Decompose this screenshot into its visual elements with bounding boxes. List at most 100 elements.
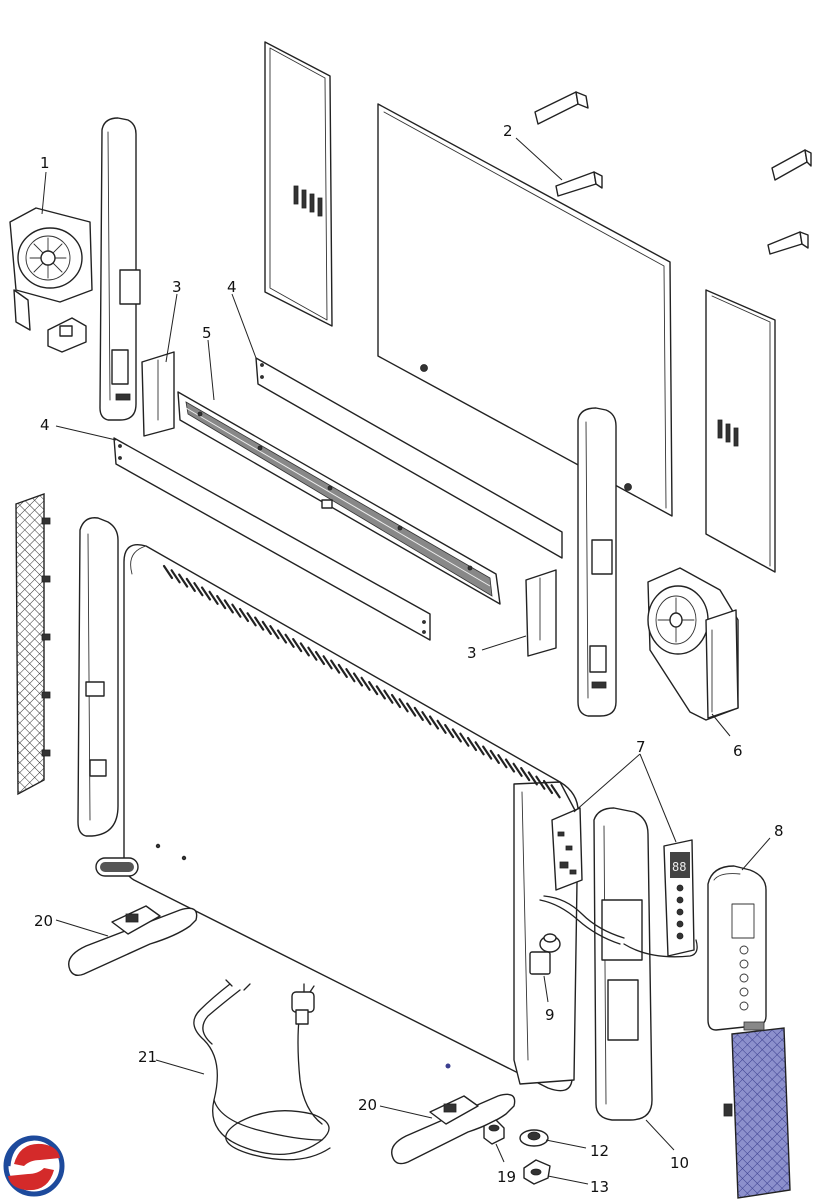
vent-slot <box>413 706 424 722</box>
callout-10: 10 <box>670 1154 689 1172</box>
callout-19: 19 <box>497 1168 516 1186</box>
vent-slot <box>535 775 546 790</box>
callout-2: 2 <box>503 122 513 140</box>
vent-slot <box>254 616 265 631</box>
vent-slot <box>223 599 234 614</box>
vent-slot <box>276 629 288 644</box>
vent-slot <box>246 612 257 627</box>
vent-slot <box>178 573 189 588</box>
vent-slot <box>322 655 333 670</box>
callout-5: 5 <box>202 324 212 342</box>
leader-lines <box>41 137 771 1185</box>
reflector-plate-4-rear <box>255 357 563 559</box>
vent-slot <box>216 594 227 610</box>
vent-slot <box>368 680 379 696</box>
fastener-19 <box>483 1119 505 1145</box>
plug <box>291 983 315 1025</box>
vent-slot <box>261 620 272 636</box>
wiring-harness <box>539 895 698 958</box>
fan-assembly-left <box>9 207 93 353</box>
callout-8: 8 <box>774 822 784 840</box>
vent-slot <box>444 723 455 739</box>
vent-slot <box>451 728 462 743</box>
top-vent-slots <box>162 564 561 799</box>
vent-slot <box>497 754 508 769</box>
vent-slot <box>330 659 341 674</box>
power-cord <box>193 979 331 1161</box>
front-grille-left <box>15 493 51 796</box>
callout-4b: 4 <box>40 416 50 434</box>
vent-slot <box>459 732 470 747</box>
vent-slot <box>504 758 516 773</box>
vent-slot <box>436 719 447 734</box>
vent-slot <box>489 749 500 765</box>
rear-side-panel-right <box>705 289 776 573</box>
vent-slot <box>193 582 204 597</box>
callout-3b: 3 <box>467 644 477 662</box>
wall-brackets <box>534 91 812 255</box>
foot-left <box>68 905 198 977</box>
vent-slot <box>314 650 326 666</box>
rear-side-panel-left <box>264 41 333 327</box>
manufacturer-logo-icon <box>3 1135 65 1197</box>
end-cap-left-rear <box>99 117 141 421</box>
vent-slot <box>238 607 250 623</box>
callout-7: 7 <box>636 738 646 756</box>
vent-slot <box>428 715 440 730</box>
callout-20b: 20 <box>358 1096 377 1114</box>
motor-connector <box>47 317 87 353</box>
insulation-plate-3a <box>141 351 175 437</box>
callout-3a: 3 <box>172 278 182 296</box>
callout-13: 13 <box>590 1178 609 1196</box>
callout-21: 21 <box>138 1048 157 1066</box>
vent-slots <box>293 185 323 217</box>
callout-6: 6 <box>733 742 743 760</box>
vent-slot <box>208 590 219 605</box>
vent-slot <box>292 637 303 653</box>
vent-slot <box>466 736 478 752</box>
main-front-housing <box>95 544 579 1092</box>
vent-slot <box>360 676 371 691</box>
vent-slot <box>352 672 364 687</box>
control-pcb <box>551 807 583 891</box>
callout-1: 1 <box>40 154 50 172</box>
heating-element-5 <box>177 391 501 605</box>
display-readout: 88 <box>672 860 686 874</box>
fastener-12 <box>519 1129 549 1147</box>
vent-slot <box>375 685 386 700</box>
foot-right <box>391 1093 516 1165</box>
front-filter-right <box>723 1021 791 1199</box>
vent-slot <box>345 668 356 683</box>
reflector-plate-4-front <box>113 437 431 641</box>
vent-slot <box>421 711 432 726</box>
callout-9: 9 <box>545 1006 555 1024</box>
vent-slot <box>550 784 561 799</box>
display-module: 88 <box>663 839 695 957</box>
vent-slot <box>520 766 531 782</box>
vent-slot <box>390 693 402 709</box>
callout-12: 12 <box>590 1142 609 1160</box>
vent-slot <box>170 569 181 584</box>
vent-slot <box>299 642 310 657</box>
vent-slot <box>482 745 493 760</box>
vent-slot <box>231 603 242 618</box>
vent-slot <box>185 577 196 593</box>
safety-thermostat <box>529 933 561 975</box>
vent-slot <box>269 625 280 640</box>
vent-slot <box>284 633 295 648</box>
vent-slot <box>474 741 485 756</box>
vent-slot <box>307 646 318 661</box>
end-cap-right-rear <box>577 407 617 717</box>
vent-slot <box>383 689 394 704</box>
vent-slot <box>200 586 212 601</box>
vent-slot <box>406 702 417 717</box>
vent-slot <box>512 762 523 777</box>
vent-slot <box>337 663 348 679</box>
end-cap-right-front <box>593 807 653 1121</box>
fastener-13 <box>523 1159 551 1185</box>
insulation-plate-3b <box>525 569 557 657</box>
fan-assembly-right <box>647 567 739 721</box>
end-cap-left-front <box>77 517 119 837</box>
